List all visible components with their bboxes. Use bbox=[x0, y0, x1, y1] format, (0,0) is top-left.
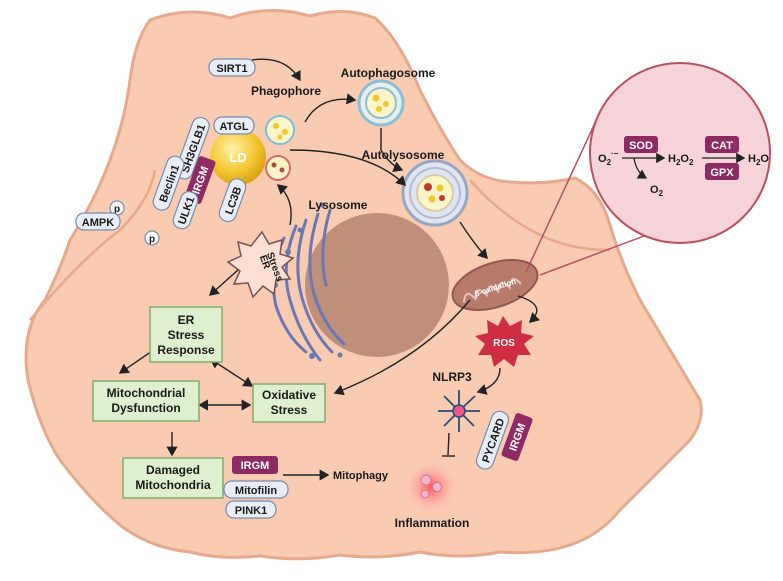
autolysosome bbox=[401, 159, 469, 227]
ros-star bbox=[475, 316, 534, 367]
svg-text:SOD: SOD bbox=[629, 140, 653, 152]
inset-o2-superoxide: O2·− bbox=[598, 149, 619, 167]
inset-h2o2: H2O2 bbox=[668, 153, 694, 167]
svg-text:Response: Response bbox=[157, 343, 215, 357]
svg-text:Mitofilin: Mitofilin bbox=[235, 485, 277, 497]
mitochondrial-dysfunction-box: Mitochondrial Dysfunction bbox=[92, 380, 200, 422]
cell-boundary bbox=[29, 169, 157, 321]
svg-text:CAT: CAT bbox=[711, 140, 733, 152]
er-stress-line1: ER bbox=[257, 254, 272, 272]
nucleus bbox=[305, 213, 449, 357]
damaged-mitochondria-box: Damaged Mitochondria bbox=[122, 457, 224, 499]
atgl-pill: ATGL bbox=[213, 116, 255, 135]
ros-detox-inset bbox=[589, 62, 771, 244]
inset-o2-product: O2 bbox=[650, 184, 664, 198]
svg-text:Stress: Stress bbox=[168, 328, 205, 342]
phagophore-label: Phagophore bbox=[251, 84, 321, 98]
irgm-badge-mitophagy: IRGM bbox=[232, 456, 278, 474]
sirt1-pill: SIRT1 bbox=[208, 58, 256, 77]
inset-h2o: H2O bbox=[748, 153, 769, 167]
svg-text:ATGL: ATGL bbox=[219, 121, 248, 133]
ros-label: ROS bbox=[493, 338, 515, 349]
inset-sod-badge: SOD bbox=[624, 136, 658, 153]
svg-text:GPX: GPX bbox=[710, 167, 734, 179]
svg-text:Stress: Stress bbox=[271, 403, 308, 417]
pink1-pill: PINK1 bbox=[225, 500, 277, 519]
svg-text:Oxidative: Oxidative bbox=[262, 388, 316, 402]
svg-text:SIRT1: SIRT1 bbox=[216, 63, 247, 75]
svg-text:p: p bbox=[114, 204, 120, 215]
svg-text:Mitochondria: Mitochondria bbox=[135, 478, 211, 492]
er-stress-response-box: ER Stress Response bbox=[149, 306, 223, 363]
svg-text:Mitochondrial: Mitochondrial bbox=[107, 386, 186, 400]
mitophagy-label: Mitophagy bbox=[333, 470, 389, 482]
inflammation-glow bbox=[405, 461, 457, 513]
lysosome-label: Lysosome bbox=[309, 198, 368, 212]
inset-arrow-o2 bbox=[633, 157, 648, 179]
inflammation-particles bbox=[420, 474, 442, 499]
autolysosome-label: Autolysosome bbox=[362, 148, 445, 162]
ld-label: LD bbox=[229, 150, 246, 165]
phagophore-vesicle bbox=[265, 115, 295, 181]
er-stress-star bbox=[226, 230, 295, 299]
inset-cat-badge: CAT bbox=[705, 136, 739, 153]
ampk-pill: AMPK bbox=[75, 212, 121, 231]
inflammation-label: Inflammation bbox=[395, 516, 470, 530]
phospho-p-2: p bbox=[144, 230, 160, 246]
autophagosome-label: Autophagosome bbox=[341, 66, 436, 80]
mitofilin-pill: Mitofilin bbox=[223, 480, 289, 499]
nlrp3-label: NLRP3 bbox=[432, 370, 472, 384]
mitochondrion bbox=[451, 259, 539, 311]
svg-text:ER: ER bbox=[178, 313, 195, 327]
autophagosome bbox=[357, 79, 405, 127]
svg-text:p: p bbox=[149, 234, 155, 245]
cell-boundary-right bbox=[469, 179, 611, 252]
inflammasome-core bbox=[452, 404, 466, 418]
lipid-droplet bbox=[210, 129, 266, 185]
irgm-badge-inflammasome: IRGM bbox=[501, 413, 533, 461]
svg-text:IRGM: IRGM bbox=[241, 460, 270, 472]
oxidative-stress-box: Oxidative Stress bbox=[252, 383, 326, 423]
svg-text:PINK1: PINK1 bbox=[235, 505, 267, 517]
svg-text:Damaged: Damaged bbox=[146, 463, 200, 477]
svg-text:AMPK: AMPK bbox=[82, 217, 114, 229]
svg-text:Dysfunction: Dysfunction bbox=[111, 401, 180, 415]
inset-gpx-badge: GPX bbox=[705, 163, 739, 180]
